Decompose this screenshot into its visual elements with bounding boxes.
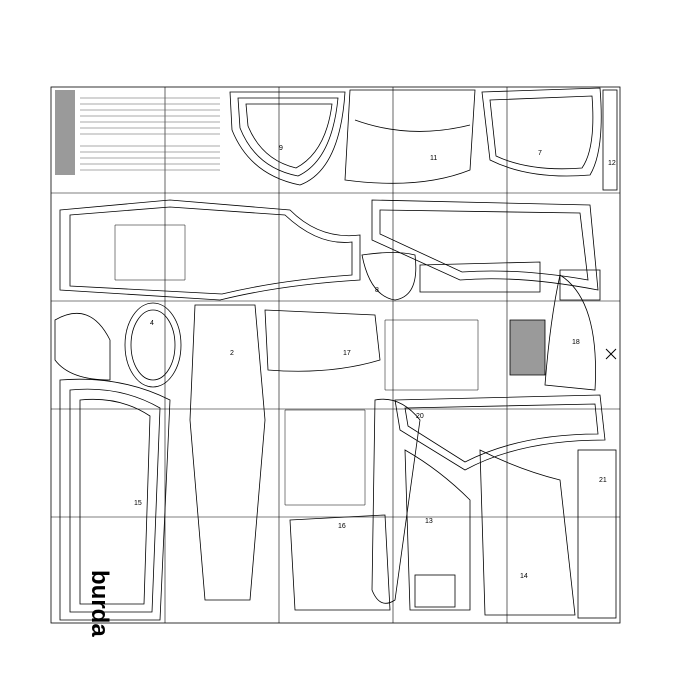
- pattern-piece-2: [189, 304, 266, 601]
- piece-number: 21: [599, 477, 607, 484]
- piece-number: 17: [343, 350, 351, 357]
- size-chart: [55, 90, 220, 175]
- piece-number: 7: [538, 150, 542, 157]
- pattern-piece-20: [394, 394, 606, 471]
- piece-number: 8: [375, 287, 379, 294]
- pattern-piece-16: [289, 514, 391, 611]
- label-box: [414, 574, 456, 608]
- pattern-piece-13: [404, 449, 471, 611]
- piece-number: 13: [425, 518, 433, 525]
- piece-number: 4: [150, 320, 154, 327]
- piece-number: 12: [608, 160, 616, 167]
- pattern-piece-14: [479, 449, 576, 616]
- pattern-piece-15: [59, 378, 171, 621]
- piece-number: 9: [279, 145, 283, 152]
- sheet-border: [50, 86, 621, 624]
- pattern-piece-front: [59, 199, 361, 301]
- piece-number: 20: [416, 413, 424, 420]
- pattern-piece-7: [481, 87, 602, 177]
- pattern-piece-21: [577, 449, 617, 619]
- piece-number: 16: [338, 523, 346, 530]
- brand-logo: burda: [86, 570, 113, 637]
- pattern-piece-9: [229, 91, 346, 186]
- piece-number: 18: [572, 339, 580, 346]
- cross-mark: [605, 348, 617, 360]
- piece-number: 2: [230, 350, 234, 357]
- piece-number: 15: [134, 500, 142, 507]
- piece-number: 14: [520, 573, 528, 580]
- tile-grid: [51, 87, 620, 623]
- instructions-panel: [284, 409, 366, 506]
- pattern-piece-11: [344, 89, 476, 184]
- pattern-piece-4: [124, 302, 182, 388]
- piece-number: 11: [430, 155, 437, 162]
- pattern-piece-sleeve: [371, 199, 599, 291]
